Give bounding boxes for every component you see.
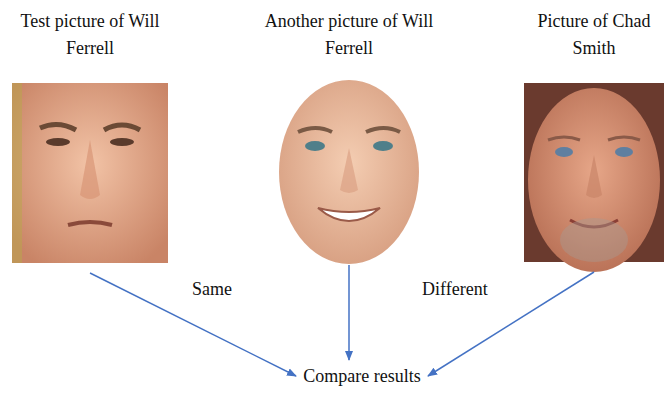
picture-heading: Another picture of Will Ferrell bbox=[262, 8, 436, 62]
picture-box: Another picture of Will Ferrell bbox=[262, 8, 436, 255]
face-photo bbox=[272, 78, 426, 264]
picture-heading: Picture of Chad Smith bbox=[520, 8, 668, 62]
arrow-connector bbox=[90, 273, 296, 376]
picture-box: Test picture of Will Ferrell bbox=[5, 8, 175, 263]
picture-box: Picture of Chad Smith bbox=[520, 8, 668, 262]
edge-label: Different bbox=[420, 278, 490, 300]
edge-label: Same bbox=[190, 278, 234, 300]
result-text: Compare results bbox=[303, 365, 421, 387]
arrow-connector bbox=[348, 265, 350, 360]
picture-heading: Test picture of Will Ferrell bbox=[5, 8, 175, 62]
face-photo bbox=[12, 83, 168, 263]
face-photo bbox=[524, 83, 664, 272]
result-box: Compare results bbox=[297, 361, 427, 391]
